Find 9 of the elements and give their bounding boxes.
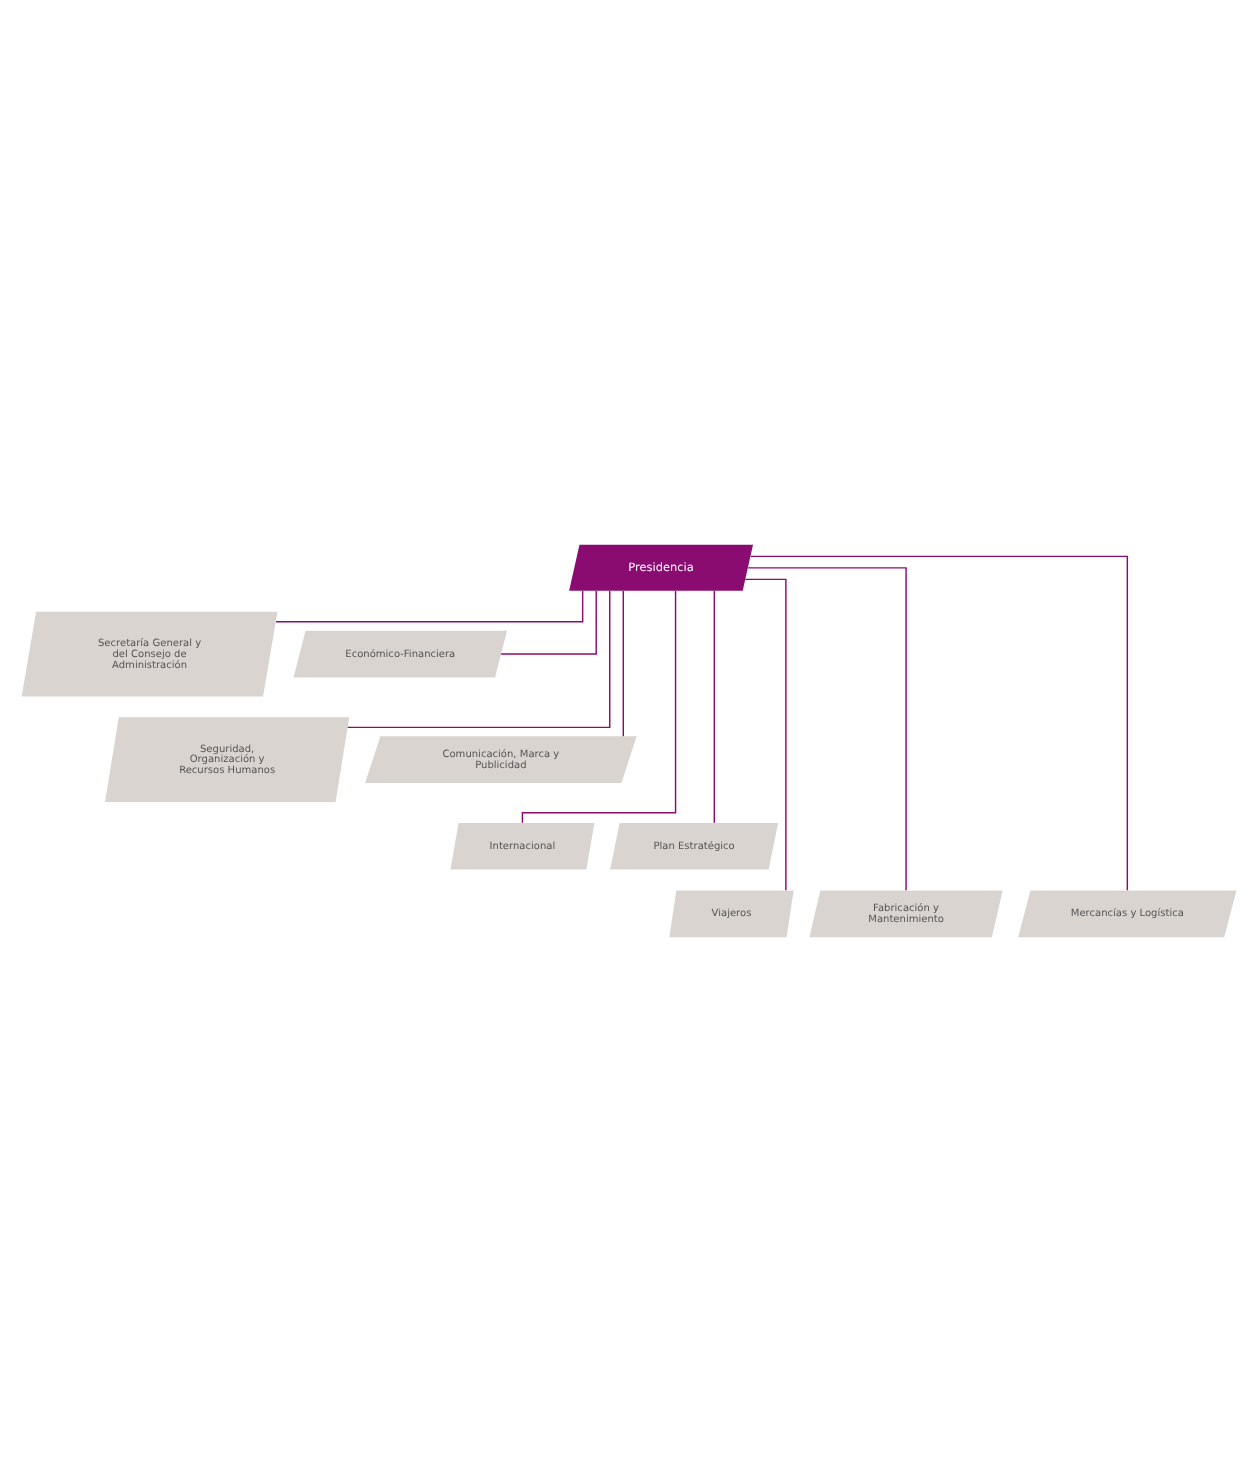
connector	[521, 589, 677, 823]
connector	[744, 577, 787, 890]
connector	[747, 566, 907, 890]
connector	[713, 589, 715, 823]
connector	[622, 589, 624, 736]
connector	[346, 589, 611, 728]
connector	[275, 589, 584, 622]
connector	[750, 554, 1129, 891]
connector	[500, 589, 597, 654]
